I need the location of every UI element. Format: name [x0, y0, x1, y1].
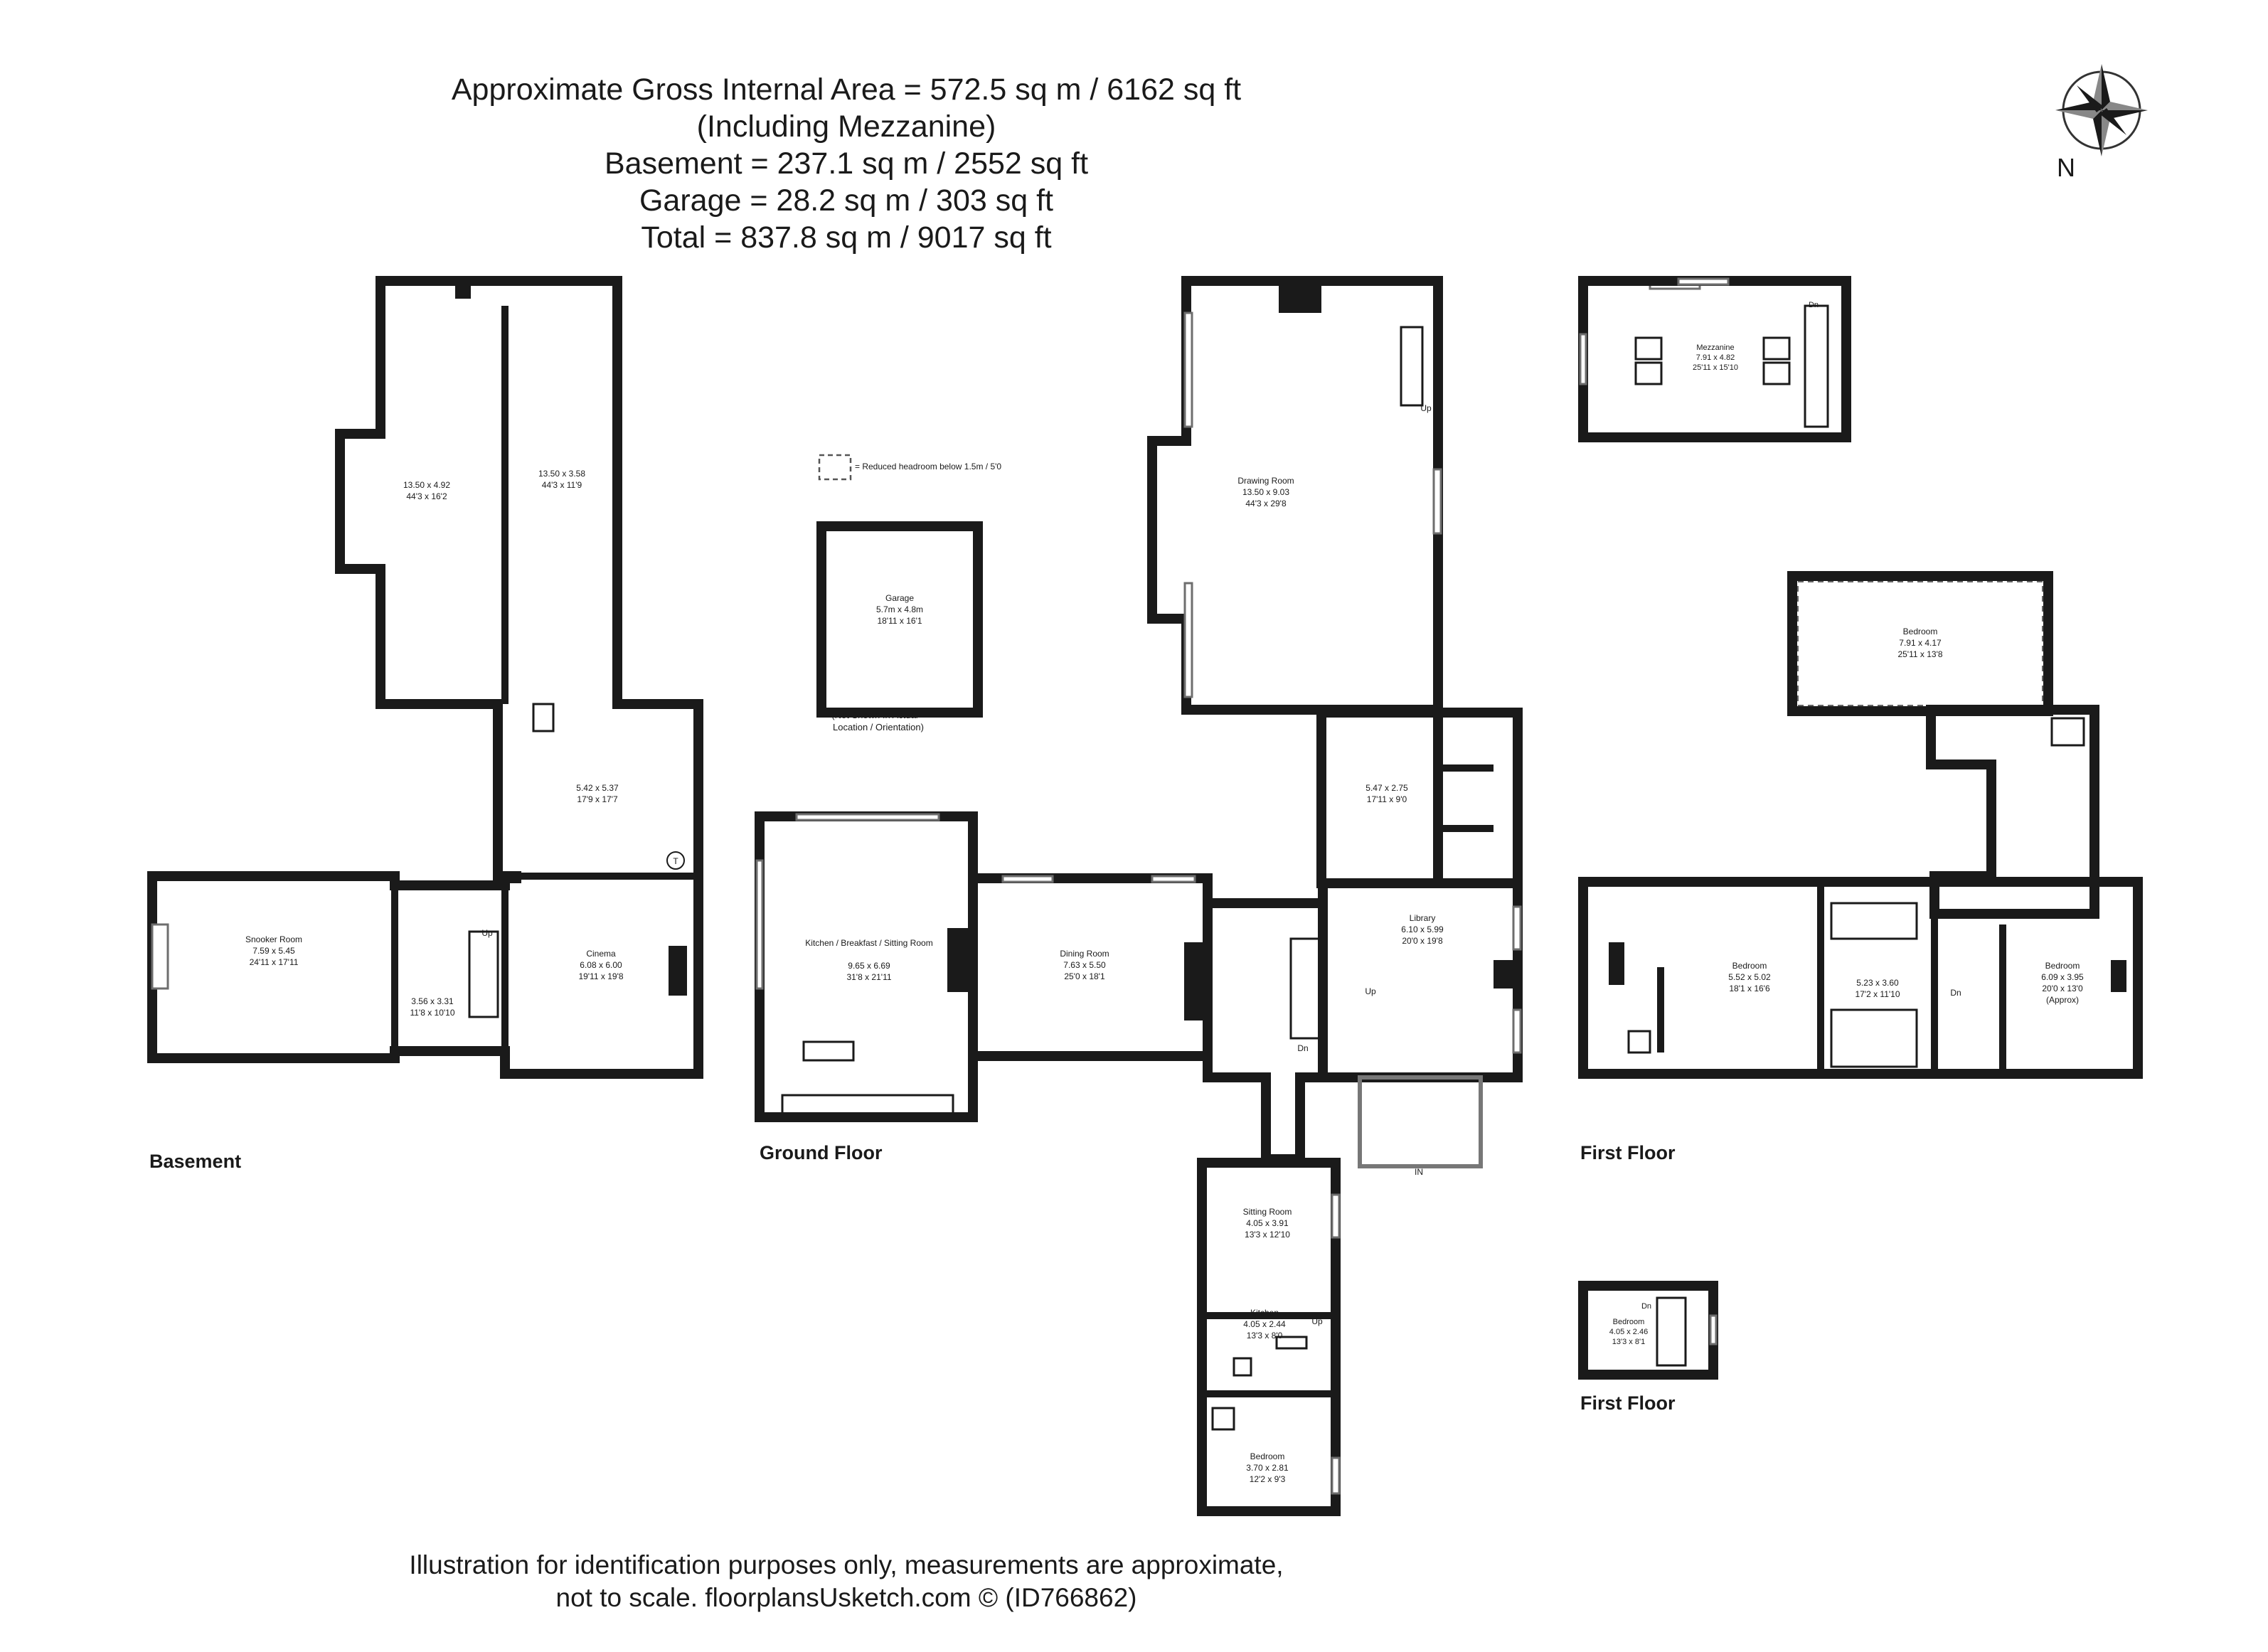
room-label-sitting-ft: 13'3 x 12'10 — [1245, 1230, 1290, 1240]
floor-label-first-annex: First Floor — [1580, 1392, 1676, 1414]
garage-note-line-1: (Not Shown In Actual — [831, 710, 918, 720]
room-label-sitting-m: 4.05 x 3.91 — [1246, 1218, 1289, 1228]
room-label-bedroom-top-name: Bedroom — [1903, 627, 1938, 636]
room-label-bedroom-left-ft: 18'1 x 16'6 — [1729, 984, 1770, 993]
floor-label-ground: Ground Floor — [760, 1142, 883, 1163]
compass-north-label: N — [2057, 153, 2075, 182]
room-label-garage-name: Garage — [885, 593, 914, 603]
room-label-kitchen-breakfast-ft: 31'8 x 21'11 — [846, 972, 891, 982]
room-label-bedroom-right-ft: 20'0 x 13'0 — [2042, 984, 2083, 993]
room-label-bedroom-left-m: 5.52 x 5.02 — [1728, 972, 1771, 982]
garage-note-line-2: Location / Orientation) — [833, 722, 924, 732]
floor-label-first: First Floor — [1580, 1142, 1676, 1163]
room-label-sitting-name: Sitting Room — [1243, 1207, 1292, 1217]
stair-down-mezzanine: Dn — [1809, 301, 1819, 309]
area-line-5: Total = 837.8 sq m / 9017 sq ft — [641, 220, 1052, 255]
room-label-bedroom-small-m: 4.05 x 2.46 — [1609, 1328, 1648, 1336]
room-label-kitchen-breakfast-m: 9.65 x 6.69 — [848, 961, 890, 971]
room-label-bedroom-mid-ft: 17'2 x 11'10 — [1855, 989, 1900, 999]
room-label-drawing-ft: 44'3 x 29'8 — [1245, 499, 1287, 508]
room-label-drawing-m: 13.50 x 9.03 — [1242, 487, 1289, 497]
disclaimer-line-2: not to scale. floorplansUsketch.com © (I… — [555, 1583, 1137, 1612]
room-label-bedroom-mid-m: 5.23 x 3.60 — [1856, 978, 1899, 988]
room-label-bedroom-right-note: (Approx) — [2046, 995, 2079, 1005]
thermostat-marker: T — [673, 856, 678, 866]
stair-up-annex: Up — [1311, 1316, 1323, 1326]
room-label-cinema-name: Cinema — [586, 949, 616, 959]
room-label-garage-m: 5.7m x 4.8m — [876, 604, 923, 614]
room-label-bedroom-right-m: 6.09 x 3.95 — [2041, 972, 2084, 982]
room-label-basement-small-ft: 11'8 x 10'10 — [410, 1008, 454, 1018]
room-label-snooker-m: 7.59 x 5.45 — [252, 946, 295, 956]
room-label-bedroom-annex-name: Bedroom — [1250, 1451, 1285, 1461]
room-label-mezzanine-ft: 25'11 x 15'10 — [1693, 363, 1738, 372]
room-label-kitchen-annex-ft: 13'3 x 8'0 — [1247, 1331, 1283, 1341]
room-label-library-name: Library — [1410, 913, 1436, 923]
room-label-dining-m: 7.63 x 5.50 — [1063, 960, 1106, 970]
room-label-mezzanine-m: 7.91 x 4.82 — [1696, 353, 1735, 362]
entrance-marker: IN — [1415, 1167, 1423, 1177]
room-label-hall-room-m: 5.47 x 2.75 — [1365, 783, 1408, 793]
room-label-hall-room-ft: 17'11 x 9'0 — [1367, 794, 1407, 804]
stair-up-drawing: Up — [1420, 403, 1432, 413]
room-label-basement-mid-m: 5.42 x 5.37 — [576, 783, 619, 793]
room-label-kitchen-annex-name: Kitchen — [1250, 1308, 1279, 1318]
room-label-cinema-m: 6.08 x 6.00 — [580, 960, 622, 970]
room-label-basement-small-m: 3.56 x 3.31 — [411, 996, 454, 1006]
room-label-bedroom-left-name: Bedroom — [1732, 961, 1767, 971]
room-label-bedroom-small-name: Bedroom — [1613, 1318, 1645, 1326]
area-line-2: (Including Mezzanine) — [696, 110, 996, 144]
reduced-headroom-swatch — [818, 454, 852, 481]
room-label-bedroom-top-ft: 25'11 x 13'8 — [1897, 649, 1942, 659]
room-label-library-ft: 20'0 x 19'8 — [1402, 936, 1443, 946]
floor-label-basement: Basement — [149, 1151, 242, 1172]
room-label-bedroom-top-m: 7.91 x 4.17 — [1899, 638, 1942, 648]
room-label-bedroom-right-name: Bedroom — [2045, 961, 2080, 971]
room-label-bedroom-annex-m: 3.70 x 2.81 — [1246, 1463, 1289, 1473]
first-floor-plan — [1578, 276, 2143, 1079]
legend-text: = Reduced headroom below 1.5m / 5'0 — [855, 462, 1001, 471]
room-label-kitchen-annex-m: 4.05 x 2.44 — [1243, 1319, 1286, 1329]
room-label-basement-left-ft: 44'3 x 16'2 — [406, 491, 447, 501]
stair-up-library: Up — [1365, 986, 1376, 996]
room-label-basement-left-m: 13.50 x 4.92 — [403, 480, 450, 490]
room-label-basement-right-ft: 44'3 x 11'9 — [542, 480, 582, 490]
room-label-bedroom-small-ft: 13'3 x 8'1 — [1612, 1338, 1645, 1346]
stair-down-annex: Dn — [1641, 1302, 1651, 1311]
room-label-cinema-ft: 19'11 x 19'8 — [578, 971, 623, 981]
stair-down-hall: Dn — [1297, 1043, 1308, 1053]
stair-up-basement: Up — [481, 928, 493, 938]
first-floor-annex-plan — [1578, 1281, 1718, 1380]
room-label-drawing-name: Drawing Room — [1237, 476, 1294, 486]
room-label-mezzanine-name: Mezzanine — [1696, 343, 1734, 352]
room-label-dining-name: Dining Room — [1060, 949, 1109, 959]
room-label-kitchen-breakfast-name: Kitchen / Breakfast / Sitting Room — [805, 938, 932, 948]
disclaimer-line-1: Illustration for identification purposes… — [409, 1550, 1284, 1579]
room-label-library-m: 6.10 x 5.99 — [1401, 924, 1444, 934]
area-line-1: Approximate Gross Internal Area = 572.5 … — [451, 73, 1242, 107]
basement-plan: T — [147, 276, 703, 1079]
area-line-4: Garage = 28.2 sq m / 303 sq ft — [639, 183, 1054, 218]
area-line-3: Basement = 237.1 sq m / 2552 sq ft — [604, 146, 1089, 181]
room-label-bedroom-annex-ft: 12'2 x 9'3 — [1250, 1474, 1286, 1484]
stair-down-first: Dn — [1950, 988, 1961, 998]
ground-floor-plan — [755, 276, 1701, 1516]
room-label-basement-mid-ft: 17'9 x 17'7 — [577, 794, 618, 804]
room-label-snooker-name: Snooker Room — [245, 934, 302, 944]
room-label-snooker-ft: 24'11 x 17'11 — [250, 957, 299, 967]
compass-icon — [2055, 64, 2148, 156]
garage-plan — [816, 521, 983, 718]
room-label-basement-right-m: 13.50 x 3.58 — [538, 469, 585, 479]
room-label-garage-ft: 18'11 x 16'1 — [877, 616, 922, 626]
room-label-dining-ft: 25'0 x 18'1 — [1064, 971, 1105, 981]
